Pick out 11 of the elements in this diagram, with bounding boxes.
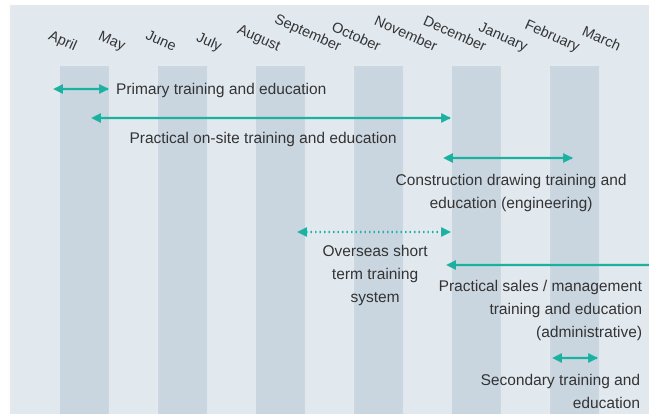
month-label: May (95, 28, 127, 54)
program-label: Construction drawing training and education (engineering) (394, 171, 628, 214)
program-label: Overseas short term training system (321, 242, 429, 308)
program-label: Primary training and education (116, 80, 328, 100)
month-label: June (142, 26, 178, 54)
program-label: Practical on-site training and education (128, 129, 398, 149)
month-label: March (580, 24, 623, 54)
program-label: Practical sales / management training and education (administrative) (438, 277, 642, 343)
month-label: July (194, 28, 224, 54)
month-label: April (46, 28, 79, 54)
program-label: Secondary training and education (480, 371, 640, 414)
